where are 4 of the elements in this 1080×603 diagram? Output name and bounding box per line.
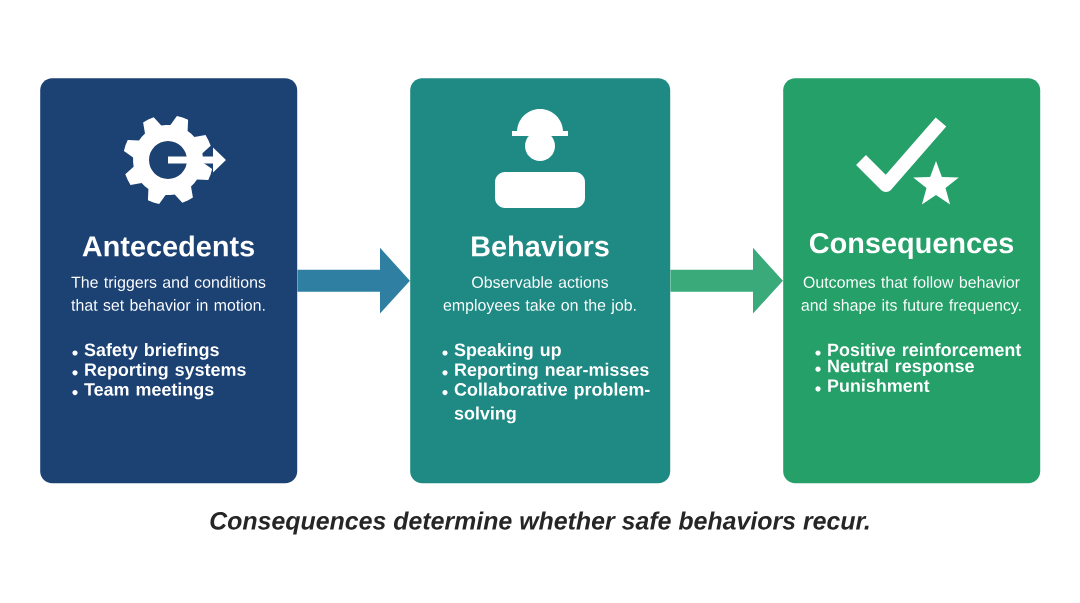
- caption: Consequences determine whether safe behaviors recur.: [210, 511, 869, 535]
- process-card: Consequences Outcomes that follow behavior and shape its future frequency. Positive reinforcement Neutral response Punishment: [783, 78, 1041, 484]
- process-card: Antecedents The triggers and conditions that set behavior in motion. Safety briefings Reporting systems Team meetings: [40, 78, 298, 484]
- process-card: Behaviors Observable actions employees take on the job. Speaking up Reporting near-misses Collaborative problem-solving: [410, 78, 671, 484]
